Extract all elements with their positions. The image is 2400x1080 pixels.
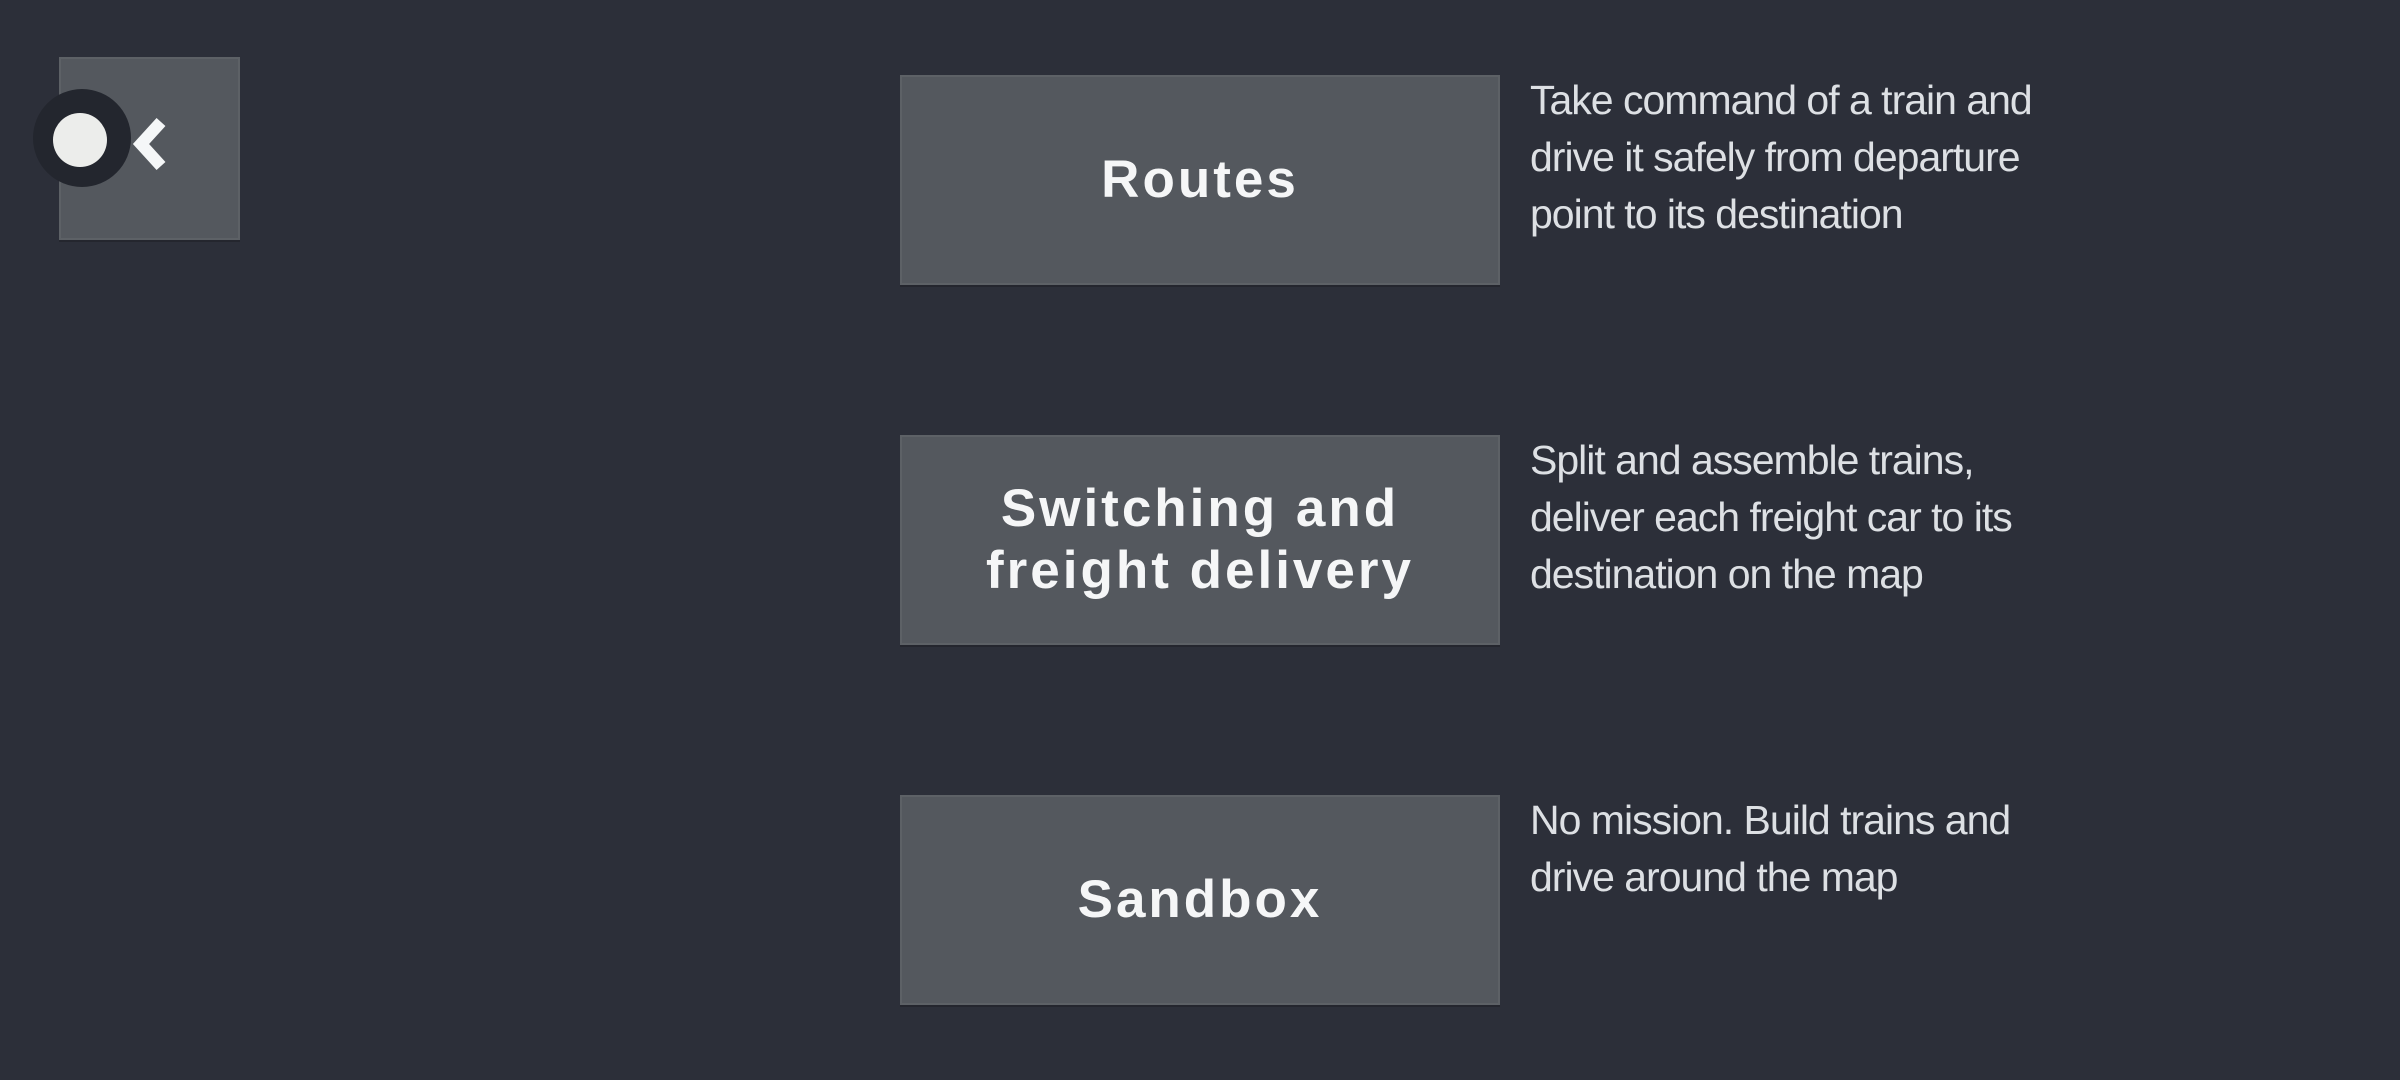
switching-freight-button[interactable]: Switching and freight delivery	[900, 435, 1500, 645]
switching-freight-description: Split and assemble trains, deliver each …	[1530, 437, 2013, 597]
menu-row-routes: Routes Take command of a train and drive…	[900, 75, 2200, 285]
routes-button[interactable]: Routes	[900, 75, 1500, 285]
sandbox-button[interactable]: Sandbox	[900, 795, 1500, 1005]
switching-freight-button-label: Switching and freight delivery	[986, 479, 1414, 600]
routes-description: Take command of a train and drive it saf…	[1530, 77, 2033, 237]
routes-button-label: Routes	[1101, 150, 1299, 209]
chevron-left-icon	[132, 117, 165, 170]
back-button[interactable]	[59, 57, 240, 240]
sandbox-button-label: Sandbox	[1077, 870, 1323, 929]
menu-row-switching: Switching and freight delivery Split and…	[900, 435, 2200, 645]
menu-row-sandbox: Sandbox No mission. Build trains and dri…	[900, 795, 2200, 1005]
sandbox-description: No mission. Build trains and drive aroun…	[1530, 797, 2011, 900]
